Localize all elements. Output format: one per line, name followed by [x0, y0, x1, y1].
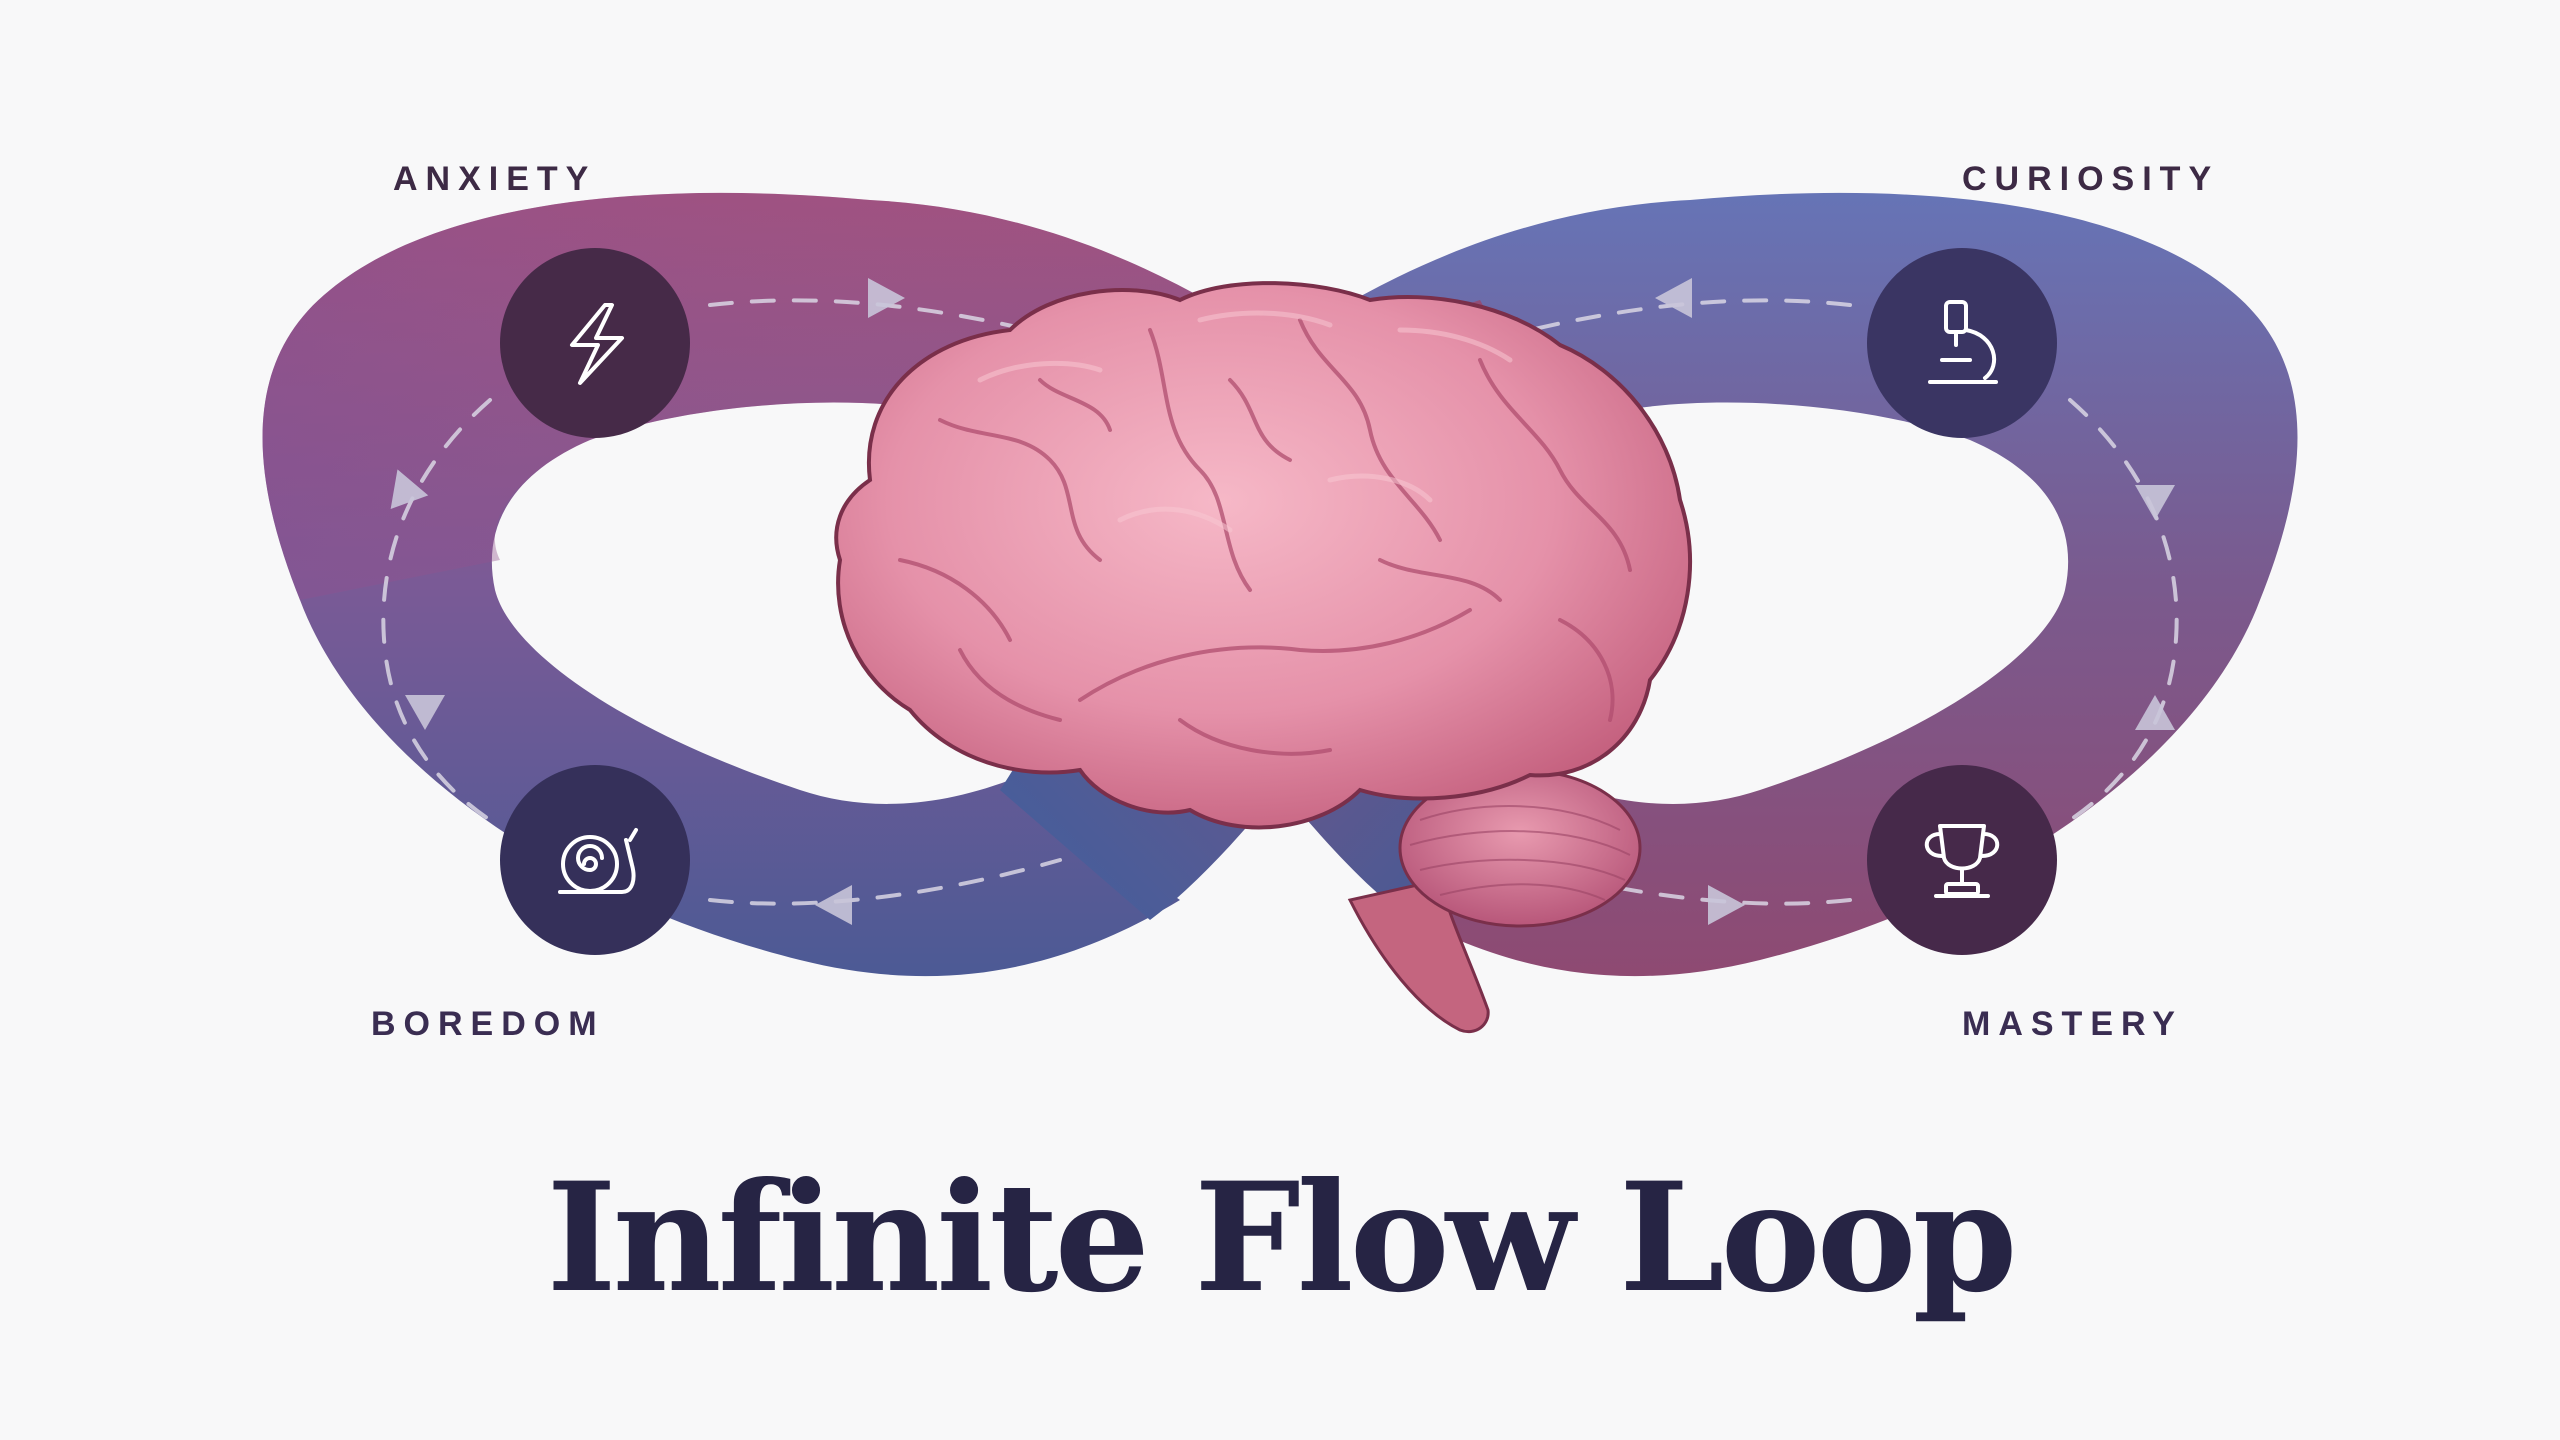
- arrow-right-icon: [1708, 885, 1745, 925]
- mastery-label: MASTERY: [1962, 1005, 2183, 1043]
- curiosity-node: [1867, 248, 2057, 438]
- arrow-left-icon: [815, 885, 852, 925]
- curiosity-label: CURIOSITY: [1962, 160, 2220, 198]
- arrow-up-icon: [390, 469, 429, 510]
- flow-path-top-right: [1528, 298, 1852, 332]
- snail-icon: [558, 828, 638, 894]
- brainstem: [1347, 878, 1490, 1034]
- brain-illustration: [834, 281, 1692, 1034]
- lightning-icon: [570, 303, 624, 385]
- page-title: Infinite Flow Loop: [546, 1150, 2017, 1326]
- cerebrum: [834, 281, 1692, 830]
- flow-path-bottom-left: [708, 858, 1062, 906]
- boredom-label: BOREDOM: [371, 1005, 605, 1043]
- flow-path-right: [2068, 398, 2179, 822]
- arrow-up-icon: [2135, 695, 2175, 730]
- trophy-icon: [1924, 824, 2000, 898]
- mastery-node: [1867, 765, 2057, 955]
- microscope-icon: [1928, 300, 1998, 384]
- arrow-right-icon: [868, 278, 905, 318]
- flow-path-top-left: [708, 298, 1032, 332]
- arrow-down-icon: [405, 695, 445, 730]
- anxiety-label: ANXIETY: [393, 160, 597, 198]
- arrow-down-icon: [2135, 485, 2175, 520]
- arrow-left-icon: [1655, 278, 1692, 318]
- flow-path-left: [381, 398, 492, 822]
